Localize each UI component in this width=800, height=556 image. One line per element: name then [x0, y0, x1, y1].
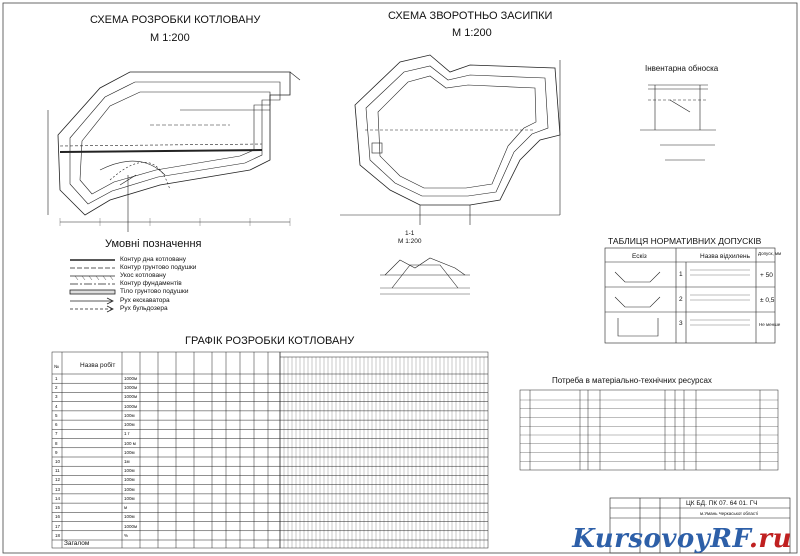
section-scale: М 1:200 [398, 238, 422, 245]
schedule-row-unit: 1000м [124, 403, 138, 409]
schedule-row-num: 3 [55, 394, 58, 400]
schedule-row-num: 14 [55, 495, 61, 501]
schedule-row-num: 4 [55, 403, 58, 409]
tol-row-value: + 50 [760, 272, 773, 279]
schedule-row-num: 15 [55, 505, 61, 511]
schedule-row-unit: 1000м [124, 376, 138, 381]
backfill-plan [340, 54, 561, 225]
schedule-row-unit: 100м [124, 486, 135, 492]
schedule-grid [51, 351, 489, 549]
schedule-row-num: 13 [55, 486, 61, 492]
stamp-code: ЦК БД. ПК 07. 64 01. ГЧ [686, 500, 758, 507]
schedule-row-unit: 100м [124, 422, 135, 428]
legend-item: Рух екскаватора [120, 297, 170, 304]
schedule-row-unit: 100м [124, 449, 135, 455]
schedule-header-num: № [54, 364, 59, 369]
section-label: 1-1 [405, 230, 415, 237]
tolerances-title: ТАБЛИЦЯ НОРМАТИВНИХ ДОПУСКІВ [608, 236, 762, 246]
resources-grid [519, 389, 779, 471]
schedule-total-label: Загалом [64, 540, 90, 547]
stamp-place: м.Умань Черкаської області [700, 511, 759, 516]
schedule-row-unit: 1000м [124, 394, 138, 400]
schedule-row-unit: % [124, 532, 129, 538]
tol-header-value: Допуск, мм [758, 251, 782, 256]
legend-item: Рух бульдозера [120, 305, 168, 312]
inventory-fence [640, 84, 716, 161]
legend-item: Контур дна котловану [120, 256, 186, 263]
legend-title: Умовні позначення [105, 238, 202, 250]
legend-item: Укос котловану [120, 272, 166, 279]
excavation-plan [47, 71, 301, 232]
watermark-main: KursovoyRF [572, 524, 749, 554]
schedule-row-num: 1 [55, 376, 58, 381]
excavation-title: СХЕМА РОЗРОБКИ КОТЛОВАНУ [90, 14, 261, 26]
watermark-suffix: .ru [748, 524, 792, 554]
tol-header-name: Назва відхилень [700, 253, 750, 260]
schedule-header-name: Назва робіт [80, 362, 116, 369]
fence-title: Інвентарна обноска [645, 64, 719, 73]
resources-title: Потреба в матеріально-технічних ресурсах [552, 376, 712, 385]
schedule-row-unit: 1000м [124, 385, 138, 391]
schedule-row-unit: 100м [124, 412, 135, 418]
tol-row-num: 3 [679, 320, 683, 327]
tol-row-value: ± 0,5 [760, 297, 775, 304]
schedule-row-num: 12 [55, 477, 61, 483]
schedule-row-unit: 1 т [124, 431, 130, 437]
schedule-row-num: 2 [55, 385, 58, 391]
section-1-1 [380, 257, 470, 295]
backfill-scale: М 1:200 [452, 27, 492, 39]
schedule-row-unit: 100 м [124, 440, 136, 446]
schedule-row-num: 9 [55, 449, 58, 455]
schedule-row-num: 18 [55, 532, 61, 538]
schedule-row-num: 16 [55, 514, 61, 520]
schedule-row-unit: м [124, 505, 128, 511]
tol-row-num: 1 [679, 271, 683, 278]
schedule-row-num: 7 [55, 431, 58, 437]
legend-symbols [69, 259, 116, 313]
tol-row-value: Не менше [759, 322, 781, 327]
schedule-row-unit: 100м [124, 495, 135, 501]
tol-row-num: 2 [679, 296, 683, 303]
backfill-title: СХЕМА ЗВОРОТНЬО ЗАСИПКИ [388, 10, 553, 22]
schedule-row-unit: 100м [124, 477, 135, 483]
schedule-row-unit: 100м [124, 468, 135, 474]
schedule-row-num: 10 [55, 459, 61, 464]
schedule-row-num: 11 [55, 468, 60, 474]
legend-item: Контур грунтово подушки [120, 264, 197, 271]
excavation-scale: М 1:200 [150, 32, 190, 44]
schedule-row-unit: 1000м [124, 523, 138, 529]
tolerances-grid [604, 247, 776, 344]
schedule-row-unit: 100м [124, 514, 135, 520]
tol-header-sketch: Ескіз [632, 253, 647, 260]
watermark-logo: KursovoyRF.ru [572, 524, 792, 554]
schedule-row-unit: 1м [124, 459, 130, 464]
schedule-row-num: 5 [55, 412, 58, 418]
schedule-row-num: 6 [55, 422, 58, 428]
schedule-title: ГРАФІК РОЗРОБКИ КОТЛОВАНУ [185, 335, 355, 347]
legend-item: Тіло грунтово подушки [120, 288, 189, 295]
schedule-row-num: 8 [55, 440, 58, 446]
schedule-row-num: 17 [55, 523, 61, 529]
legend-item: Контур фундаментів [120, 280, 182, 287]
